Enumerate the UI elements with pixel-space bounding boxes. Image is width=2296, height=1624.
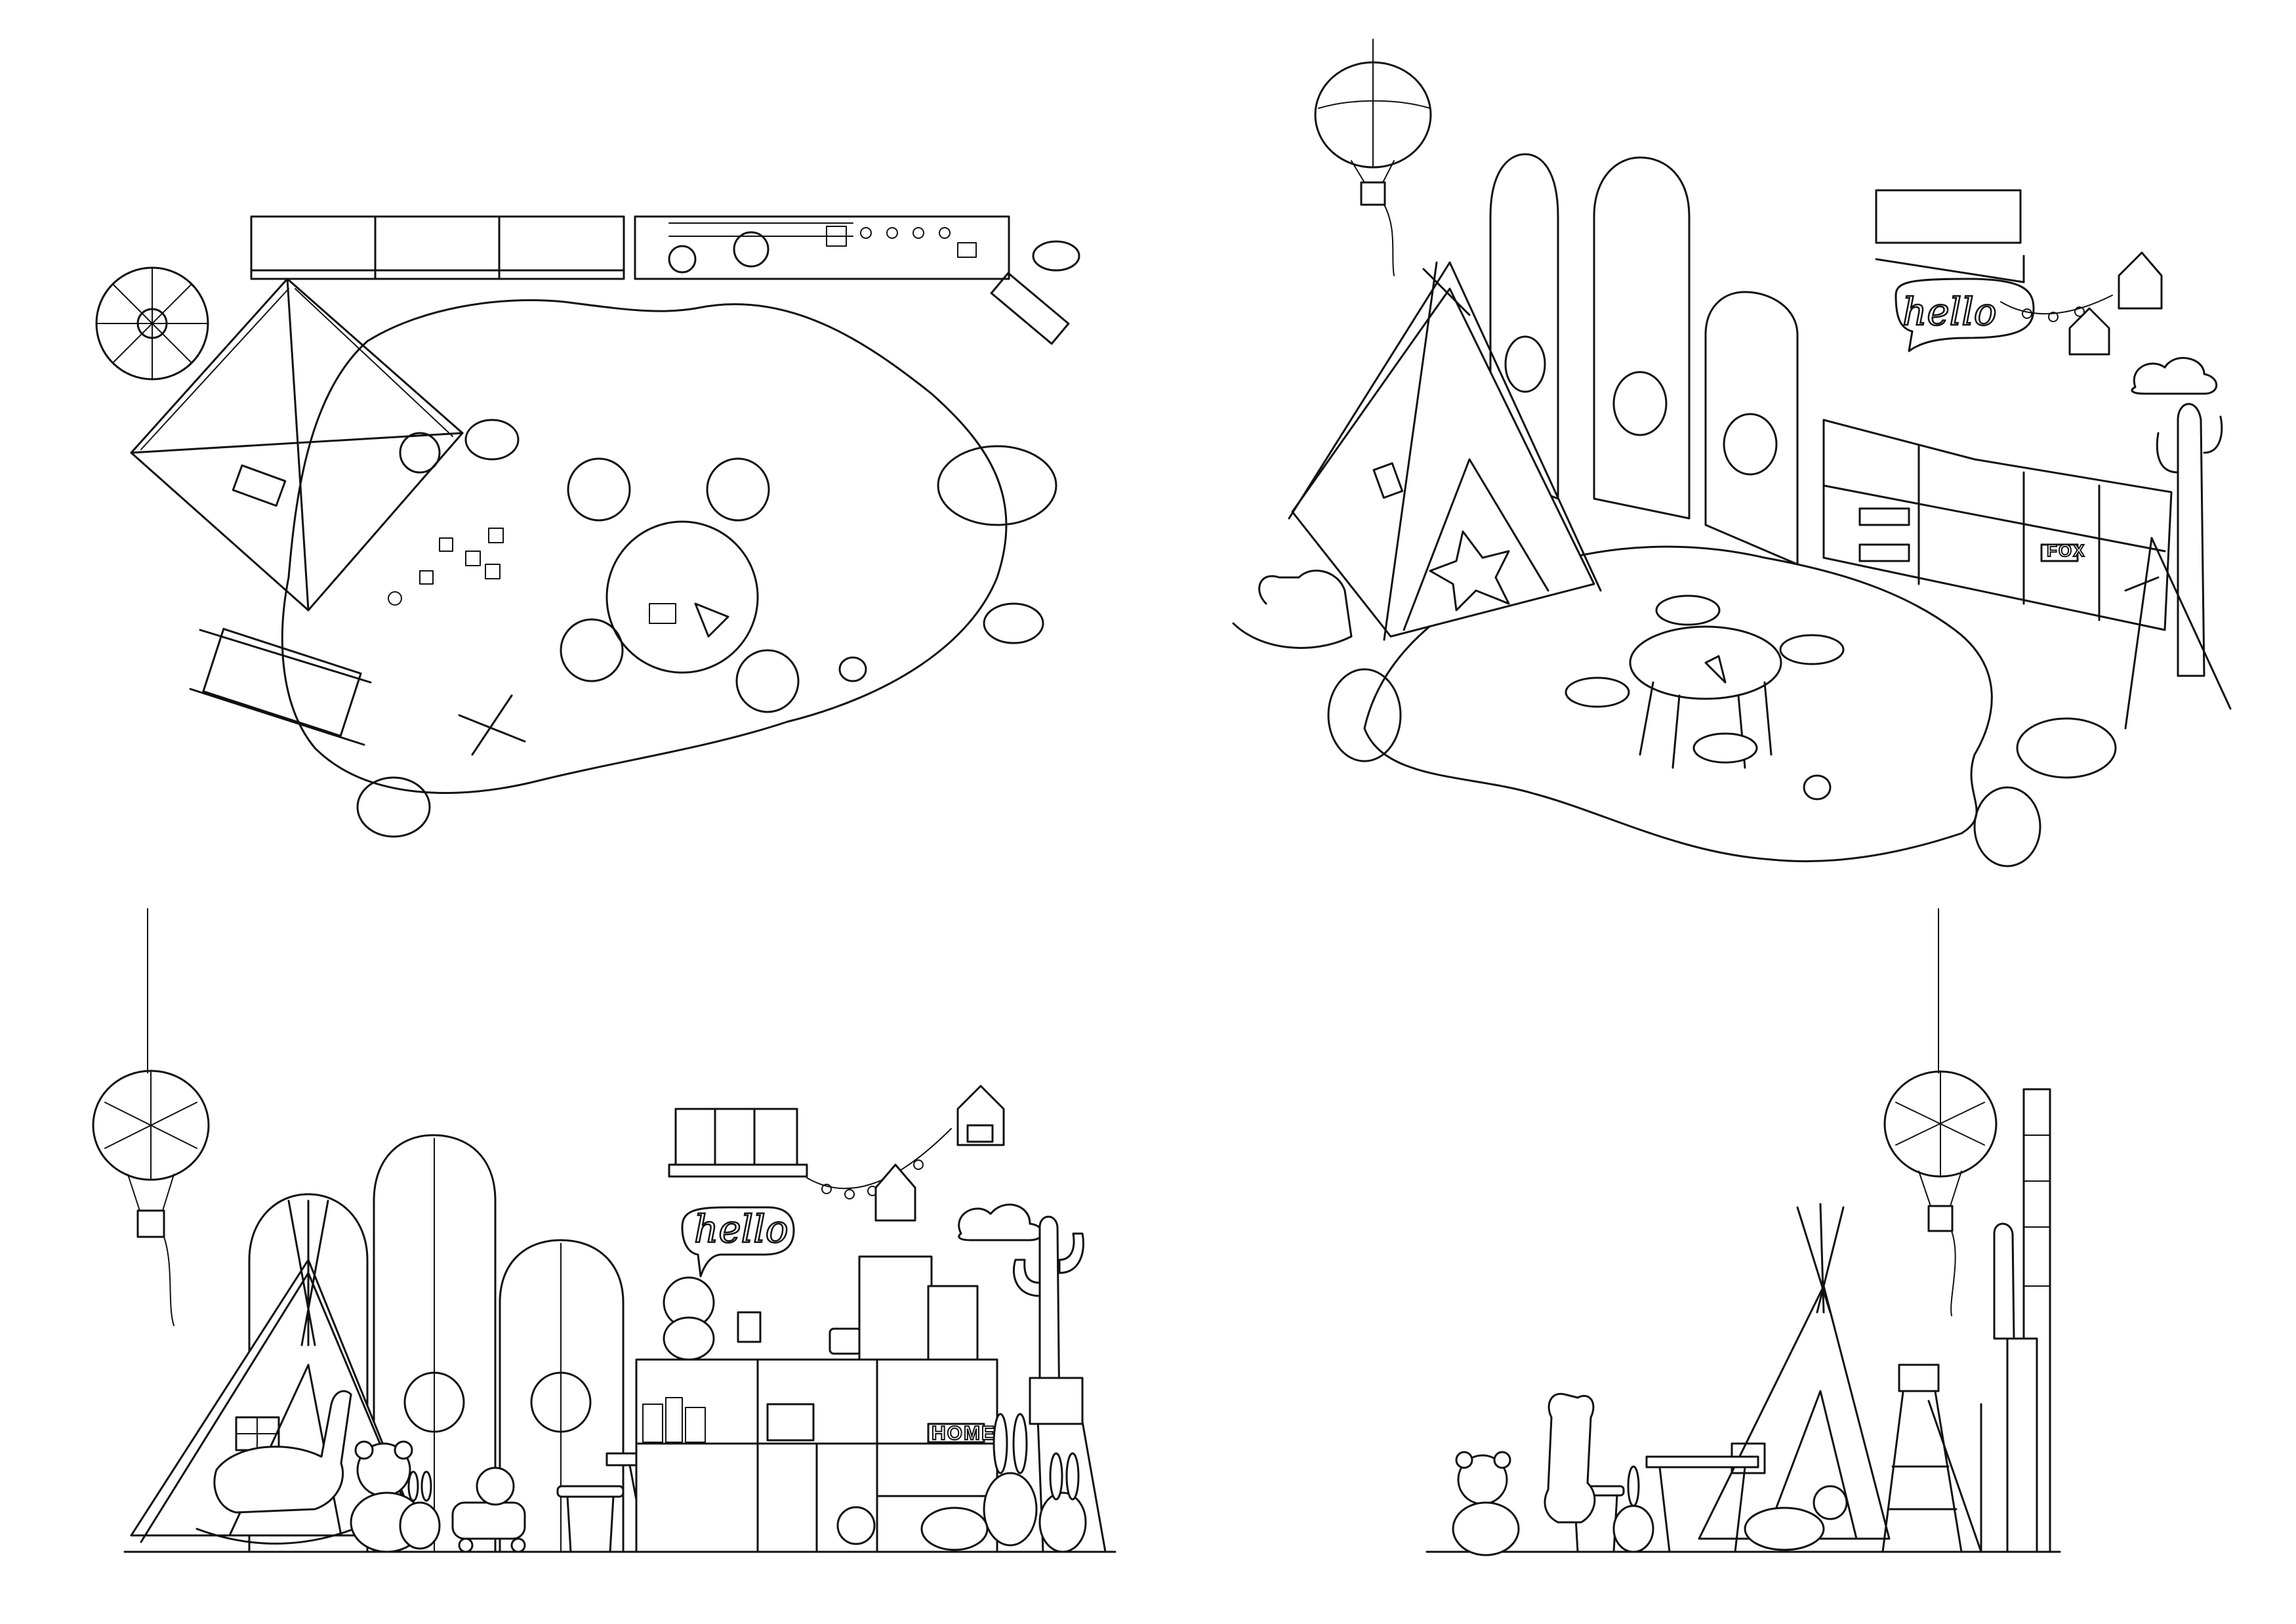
plan-low-shelf bbox=[634, 215, 1010, 280]
side-rocking-giraffe bbox=[1544, 1392, 1596, 1524]
front-sideboard-top-items bbox=[663, 1255, 979, 1361]
iso-plush-pig bbox=[2016, 717, 2117, 779]
plan-toy-1 bbox=[1032, 240, 1080, 272]
plan-wall-cabinets bbox=[250, 215, 625, 280]
front-teepee bbox=[130, 1199, 421, 1543]
iso-teepee bbox=[1288, 261, 1602, 641]
plan-view bbox=[95, 215, 1080, 838]
front-wall-shelf bbox=[668, 1108, 808, 1178]
iso-rocking-horse bbox=[1232, 570, 1353, 649]
front-string-lights bbox=[806, 1085, 1005, 1222]
plan-teddy-bear bbox=[356, 776, 431, 838]
side-elevation-view bbox=[1425, 908, 2061, 1556]
front-box-text: HOME bbox=[932, 1423, 996, 1444]
front-floor-toys bbox=[836, 1506, 989, 1551]
plan-teepee bbox=[130, 278, 464, 612]
plan-plush-toy bbox=[983, 602, 1044, 644]
axonometric-view: FOX hello bbox=[1232, 39, 2232, 867]
front-plush-rabbits bbox=[983, 1413, 1087, 1553]
front-rocking-giraffe bbox=[195, 1390, 356, 1545]
plan-table-stools bbox=[560, 457, 800, 713]
front-pendant-lamp bbox=[92, 908, 210, 1326]
plan-pendant-lamp bbox=[95, 266, 209, 381]
plan-rug bbox=[281, 299, 1008, 794]
iso-neon-sign: hello bbox=[1895, 278, 2035, 352]
side-pendant-lamp bbox=[1883, 908, 1998, 1316]
front-cactus bbox=[1012, 1215, 1084, 1422]
side-teddy-bear bbox=[1452, 1451, 1520, 1556]
plan-plush-pig bbox=[937, 445, 1057, 526]
front-ride-on-toy bbox=[451, 1467, 526, 1553]
iso-easel bbox=[2124, 537, 2232, 730]
iso-hello-text: hello bbox=[1902, 289, 1997, 334]
side-bookcase bbox=[2006, 1088, 2051, 1553]
iso-wall-shelf bbox=[1875, 189, 2025, 283]
plan-rocking-horse bbox=[189, 627, 372, 746]
side-plush-toys bbox=[1612, 1465, 1848, 1553]
plan-easel bbox=[990, 272, 1070, 345]
iso-toy-ball bbox=[1803, 774, 1832, 801]
iso-plush-bunny bbox=[1973, 786, 2041, 867]
plan-toy-airplane bbox=[458, 694, 526, 756]
front-cloud-decor bbox=[958, 1203, 1044, 1241]
front-hello-text: hello bbox=[694, 1207, 789, 1251]
side-easel bbox=[1881, 1364, 1982, 1553]
iso-box-text: FOX bbox=[2047, 541, 2085, 560]
iso-pendant-lamp bbox=[1314, 39, 1432, 276]
front-neon-sign: hello bbox=[681, 1206, 795, 1278]
iso-bookcase: FOX bbox=[1822, 419, 2173, 631]
side-teepee bbox=[1698, 1203, 1891, 1540]
plan-blocks bbox=[388, 528, 504, 606]
iso-string-lights bbox=[2000, 251, 2163, 356]
plan-toy-ball bbox=[838, 656, 867, 682]
front-elevation-view: HOME hello bbox=[92, 908, 1117, 1553]
iso-table-stools bbox=[1565, 594, 1845, 769]
front-plush-bunny bbox=[399, 1470, 441, 1550]
iso-cloud-decor bbox=[2131, 357, 2218, 395]
plan-toy-2 bbox=[464, 419, 520, 461]
side-cactus bbox=[1993, 1222, 2015, 1340]
iso-teddy-bear bbox=[1327, 668, 1402, 762]
